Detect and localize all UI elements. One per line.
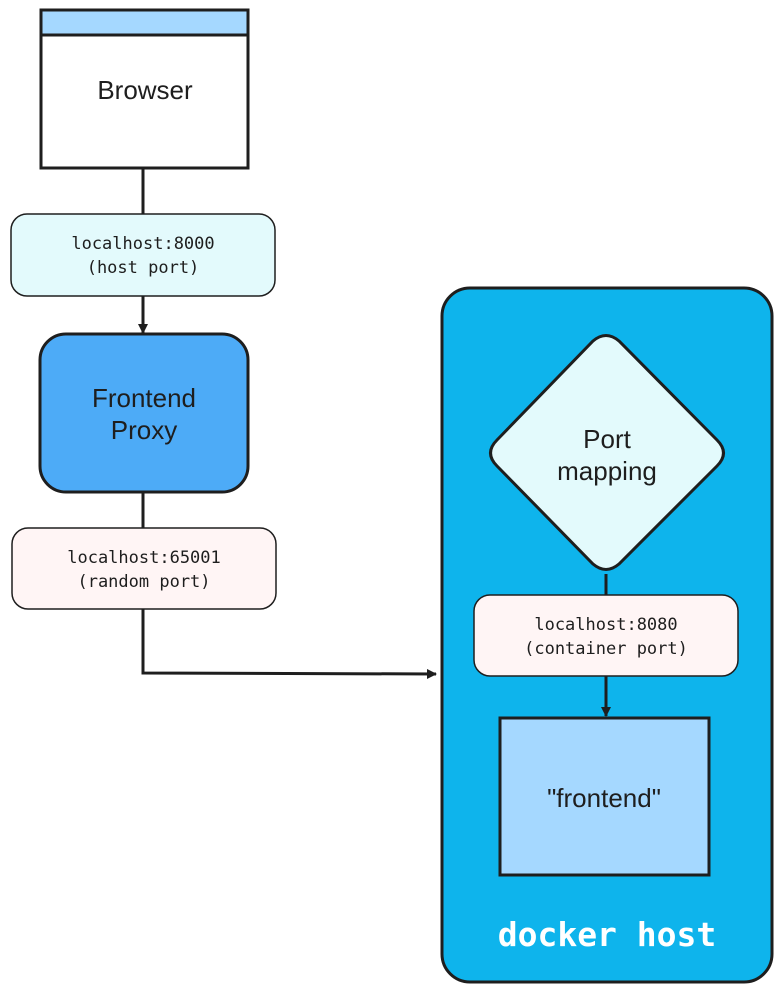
frontend-proxy-label-line1: Frontend bbox=[92, 383, 196, 413]
frontend-proxy-rect bbox=[38, 332, 250, 494]
docker-host-group: Port mapping localhost:8080 (container p… bbox=[440, 286, 774, 984]
port-mapping-diamond bbox=[489, 334, 725, 571]
random-port-rect bbox=[11, 527, 277, 610]
port-mapping-label-line2: mapping bbox=[557, 456, 657, 486]
container-port-description: (container port) bbox=[524, 639, 688, 659]
host-port-address: localhost:8000 bbox=[71, 234, 214, 254]
browser-label: Browser bbox=[97, 75, 193, 105]
browser-window: Browser bbox=[39, 8, 250, 170]
frontend-proxy-label-line2: Proxy bbox=[111, 415, 177, 445]
random-port-address: localhost:65001 bbox=[67, 548, 221, 568]
frontend-container-rect bbox=[498, 716, 711, 877]
docker-host-label: docker host bbox=[498, 915, 717, 954]
host-port-description: (host port) bbox=[87, 258, 200, 278]
port-mapping-label-line1: Port bbox=[583, 424, 631, 454]
container-port-address: localhost:8080 bbox=[534, 615, 677, 635]
random-port-description: (random port) bbox=[77, 572, 210, 592]
frontend-container-label: "frontend" bbox=[547, 783, 661, 813]
port-mapping-node: Port mapping bbox=[489, 334, 725, 571]
container-port-box: localhost:8080 (container port) bbox=[473, 594, 739, 677]
browser-titlebar bbox=[39, 8, 250, 37]
frontend-container-node: "frontend" bbox=[498, 716, 711, 877]
host-port-box: localhost:8000 (host port) bbox=[10, 213, 276, 297]
host-port-rect bbox=[10, 213, 276, 297]
random-port-box: localhost:65001 (random port) bbox=[11, 527, 277, 610]
arrow-random-port-to-docker-host bbox=[141, 609, 437, 679]
frontend-proxy-node: Frontend Proxy bbox=[38, 332, 250, 494]
container-port-rect bbox=[473, 594, 739, 677]
